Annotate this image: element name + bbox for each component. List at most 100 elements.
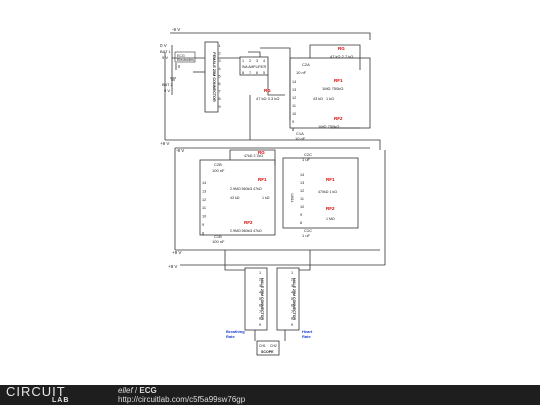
pin-number: 14 bbox=[292, 80, 296, 84]
circuit-name: ECG bbox=[139, 386, 157, 395]
pin-number: 7 bbox=[291, 310, 293, 314]
pin-number: 2 bbox=[259, 278, 261, 282]
pin-number: 12 bbox=[292, 96, 296, 100]
c1c-value: 1 uF bbox=[302, 233, 311, 238]
mid-rf1-values: 2.9MΩ 560kΩ 47kΩ bbox=[230, 187, 262, 191]
filter-block-mid-left: C2B 100 nF RG 47kΩ 2.7kΩ RF1 2.9MΩ 560kΩ… bbox=[202, 150, 270, 244]
ina-pins-bottom: 8 7 6 5 bbox=[242, 71, 265, 75]
pin-number: 9 bbox=[292, 120, 294, 124]
pin-number: 1 bbox=[219, 44, 221, 48]
pin-number: 9 bbox=[219, 105, 221, 109]
top-rf2-label: RF2 bbox=[334, 116, 343, 121]
mid-rf2-label: RF2 bbox=[244, 220, 253, 225]
pin-number: 2 bbox=[219, 52, 221, 56]
author-name[interactable]: ellef bbox=[118, 386, 133, 395]
mid-right-opamp-label: LM14 bbox=[290, 194, 294, 203]
top-rf2-values: 1MΩ 750kΩ bbox=[318, 124, 339, 129]
midr-rf2-label: RF2 bbox=[326, 206, 335, 211]
pin-number: 14 bbox=[300, 173, 304, 177]
filter-block-top: C2A 10 nF RG 47 kΩ 2.7 kΩ RF1 1MΩ 750kΩ … bbox=[292, 46, 353, 141]
c2c-label: C2C bbox=[304, 152, 312, 157]
pin-number: 14 bbox=[202, 181, 206, 185]
pin-number: 10 bbox=[202, 215, 206, 219]
logo-sub: LAB bbox=[52, 397, 70, 404]
filter-block-mid-right: C2C 1 uF LM14 RF1 470kΩ 1 kΩ RF2 1 MΩ C1… bbox=[290, 152, 337, 238]
pin-number: 10 bbox=[292, 112, 296, 116]
pin-number: 7 bbox=[219, 90, 221, 94]
electrodes-line1: ECG bbox=[177, 54, 185, 58]
mid-rf1-label: RF1 bbox=[258, 177, 267, 182]
top-rf1-values: 1MΩ 750kΩ bbox=[322, 86, 343, 91]
scope-ch1: CH1 bbox=[259, 344, 266, 348]
pin-number: 7 bbox=[249, 71, 251, 75]
circuit-title: ellef / ECG bbox=[118, 386, 157, 395]
battery-1: BAT 1 9 V bbox=[160, 49, 180, 70]
pin-number: 6 bbox=[259, 304, 261, 308]
scope-ch2: CH2 bbox=[270, 344, 277, 348]
male-right-label: MALE 25M CONNECTOR bbox=[292, 278, 296, 321]
pin-number: 11 bbox=[202, 206, 206, 210]
bat2-name: BAT 2 bbox=[162, 82, 174, 87]
pin-number: 3 bbox=[259, 284, 261, 288]
midr-rf1-label: RF1 bbox=[326, 177, 335, 182]
top-rf1-label: RF1 bbox=[334, 78, 343, 83]
pin-number: 13 bbox=[202, 189, 206, 193]
bat1-value: 9 V bbox=[162, 55, 168, 60]
pin-number: 7 bbox=[259, 310, 261, 314]
pin-number: 9 bbox=[291, 323, 293, 327]
ina-rg-values: 47 kΩ 3.3 kΩ bbox=[256, 96, 279, 101]
pin-number: 13 bbox=[300, 181, 304, 185]
midr-r-bottom: 1 MΩ bbox=[326, 217, 335, 221]
c1b-value: 100 nF bbox=[212, 239, 225, 244]
pin-number: 9 bbox=[300, 213, 302, 217]
pin-number: 8 bbox=[291, 317, 293, 321]
pin-number: 3 bbox=[219, 59, 221, 63]
pin-number: 8 bbox=[300, 221, 302, 225]
c1c-label: C1C bbox=[304, 228, 312, 233]
pin-number: 4 bbox=[259, 291, 261, 295]
heart-rate-line2: Rate bbox=[302, 334, 311, 339]
top-r-mid2: 1 kΩ bbox=[326, 97, 334, 101]
mid-r-mid: 43 kΩ bbox=[230, 196, 240, 200]
c2c-value: 1 uF bbox=[302, 157, 311, 162]
pin-number: 4 bbox=[263, 59, 265, 63]
scope-label: SCOPE bbox=[261, 350, 274, 354]
pin-number: 4 bbox=[291, 291, 293, 295]
pin-number: 4 bbox=[219, 67, 221, 71]
pin-number: 2 bbox=[249, 59, 251, 63]
ina-rg-label: RG bbox=[264, 88, 271, 93]
pin-number: 3 bbox=[291, 284, 293, 288]
circuitlab-logo[interactable]: CIRCUIT LAB bbox=[6, 385, 94, 404]
c2b-value: 100 nF bbox=[212, 168, 225, 173]
top-rg-label: RG bbox=[338, 46, 345, 51]
female-connector-label: FEMALE 25M CONNECTOR bbox=[212, 52, 216, 102]
pin-number: 3 bbox=[256, 59, 258, 63]
rail-bottom-pos-label: +9 V bbox=[168, 264, 177, 269]
pin-number: 8 bbox=[292, 128, 294, 132]
mid-rg-label: RG bbox=[258, 150, 265, 155]
pin-number: 5 bbox=[263, 71, 265, 75]
top-r-mid: 43 kΩ bbox=[313, 97, 323, 101]
rail-neg-label: -9 V bbox=[172, 27, 180, 32]
pin-number: 8 bbox=[242, 71, 244, 75]
circuit-url[interactable]: http://circuitlab.com/c5f5a99sw76gp bbox=[118, 395, 246, 404]
male-left-label: MALE 25M CONNECTOR bbox=[260, 278, 264, 321]
footer-bar: CIRCUIT LAB ellef / ECG http://circuitla… bbox=[0, 385, 540, 405]
rail-mid-neg-label: -9 V bbox=[176, 148, 184, 153]
pin-number: 6 bbox=[256, 71, 258, 75]
pin-number: 9 bbox=[202, 223, 204, 227]
pin-number: 1 bbox=[259, 271, 261, 275]
pin-number: 10 bbox=[300, 205, 304, 209]
pin-number: 5 bbox=[291, 297, 293, 301]
pin-number: 1 bbox=[291, 271, 293, 275]
pin-number: 9 bbox=[259, 323, 261, 327]
